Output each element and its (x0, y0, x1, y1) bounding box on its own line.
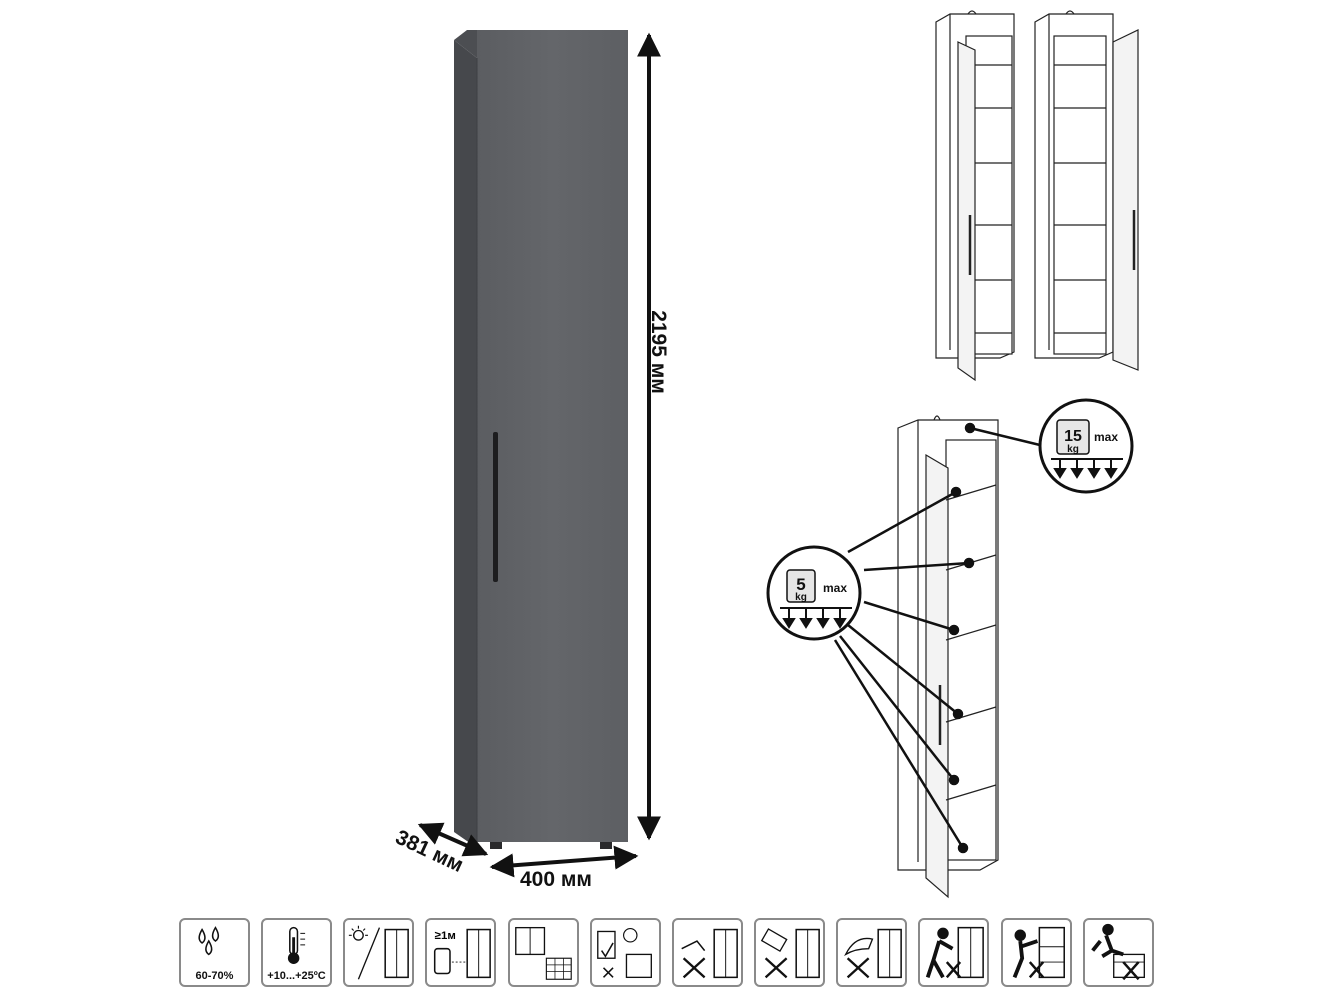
care-icon-card (836, 918, 907, 987)
wardrobe-open-right-door (1034, 10, 1139, 371)
load-leader-lines (833, 422, 1045, 854)
door-handle (493, 432, 498, 582)
top-load-unit: kg (1067, 444, 1079, 455)
shelf-load-max: max (823, 581, 847, 595)
distance-label: ≥1м (435, 930, 456, 942)
ventilation-icon (515, 926, 572, 980)
wardrobe-foot-right (600, 842, 612, 849)
height-label: 2195 мм (647, 310, 670, 394)
top-load-weight: 15 (1064, 428, 1082, 445)
care-icon-card (590, 918, 661, 987)
no-standing-on-icon (1091, 923, 1145, 981)
top-load-badge: 15 kg max (1038, 398, 1134, 494)
no-liquids-icon (681, 928, 738, 979)
care-icon-caption: +10...+25ºC (267, 970, 326, 982)
care-icon-card (918, 918, 989, 987)
no-direct-sunlight-icon (348, 925, 409, 980)
care-icon-card (1001, 918, 1072, 987)
humidity-icon (198, 926, 220, 956)
width-label: 400 мм (520, 868, 592, 891)
care-icon-card (1083, 918, 1154, 987)
wardrobe-side-panel (454, 40, 477, 848)
no-solvents-icon (844, 928, 902, 979)
width-dimension: 400 мм (489, 845, 639, 891)
shelf-load-weight: 5 (796, 575, 805, 594)
wardrobe-foot-left (490, 842, 502, 849)
care-icon-card: 60-70% (179, 918, 250, 987)
wardrobe-closed (454, 30, 628, 849)
temperature-icon (287, 926, 306, 964)
distance-from-heater-icon: ≥1м (433, 928, 491, 979)
care-icon-card (754, 918, 825, 987)
shelf-load-badge: 5 kg max (766, 545, 862, 641)
depth-label: 381 мм (392, 826, 467, 877)
wardrobe-open-left-door (935, 10, 1015, 382)
no-climbing-icon (1012, 926, 1065, 979)
no-pushing-icon (925, 926, 984, 979)
height-dimension: 2195 мм (637, 32, 670, 841)
care-icon-card: +10...+25ºC (261, 918, 332, 987)
top-load-max: max (1094, 430, 1118, 444)
shelf-load-unit: kg (795, 592, 807, 603)
no-abrasives-icon (760, 928, 820, 979)
care-icon-card: ≥1м (425, 918, 496, 987)
care-icon-card (672, 918, 743, 987)
wardrobe-door (477, 30, 628, 842)
load-diagram-wardrobe (897, 415, 999, 899)
care-icon-caption: 60-70% (195, 970, 234, 982)
door-adjustment-icon (597, 928, 652, 979)
care-icon-card (343, 918, 414, 987)
care-icon-card (508, 918, 579, 987)
